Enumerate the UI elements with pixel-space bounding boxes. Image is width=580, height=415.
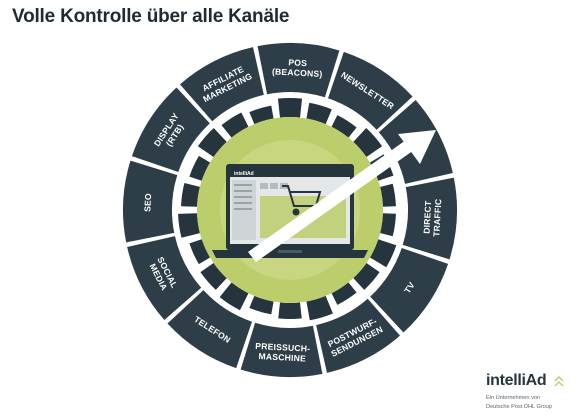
inner-ring-block	[219, 282, 249, 311]
brand-tagline-line2: Deutsche Post DHL Group	[486, 404, 553, 410]
inner-ring-block	[249, 105, 274, 125]
inner-ring-block	[178, 213, 200, 238]
channel-segment	[179, 47, 264, 122]
inner-ring-block	[380, 183, 396, 207]
inner-ring-block	[249, 295, 274, 315]
channel-segment	[370, 248, 449, 333]
laptop-base-notch	[278, 250, 302, 253]
inner-dark-ring	[178, 98, 397, 321]
inner-ring-block	[369, 239, 397, 268]
screen-tab	[270, 183, 278, 189]
channel-label: DIRECTTRAFFIC	[421, 198, 443, 237]
laptop: intelliAd	[212, 164, 368, 258]
screen-line	[234, 190, 252, 192]
brand-block: intelliAd Ein Unternehmen von Deutsche P…	[486, 372, 578, 411]
inner-ring-block	[306, 295, 333, 321]
inner-ring-block	[277, 98, 303, 118]
page-title: Volle Kontrolle über alle Kanäle	[12, 6, 290, 27]
channel-segment	[131, 87, 210, 172]
inner-ring-block	[189, 155, 211, 181]
channel-segment	[316, 298, 401, 373]
screen-tab	[260, 183, 268, 189]
channel-label: POS(BEACONS)	[272, 56, 323, 79]
inner-ring-block	[181, 182, 200, 207]
inner-ring-block	[380, 213, 396, 237]
inner-ring-block	[306, 102, 332, 125]
channel-segment	[240, 322, 323, 377]
inner-ring-block	[353, 127, 383, 158]
wheel-segments	[121, 41, 459, 379]
inner-ring-block	[331, 282, 357, 305]
growth-arrow-icon	[248, 130, 436, 262]
inner-ring-block	[189, 239, 211, 265]
brand-logo: intelliAd	[486, 372, 547, 389]
channel-segment	[127, 236, 202, 321]
inner-ring-block	[200, 262, 227, 290]
screen-line	[234, 196, 252, 198]
laptop-screen-header	[230, 168, 350, 177]
channel-segment	[257, 42, 340, 98]
channel-segment	[167, 290, 252, 369]
inner-ring-block	[353, 262, 380, 290]
channel-label: SEO	[142, 193, 153, 212]
channel-label: PREISSUCH-MASCHINE	[255, 341, 311, 364]
intelliad-logo-mark-icon	[553, 374, 565, 393]
screen-line	[234, 208, 252, 210]
screen-line	[234, 202, 252, 204]
brand-tagline-line1: Ein Unternehmen von	[486, 395, 541, 401]
channel-segment	[402, 177, 458, 260]
inner-ring-block	[331, 115, 357, 138]
screen-line	[234, 184, 252, 186]
inner-ring-block	[278, 302, 302, 319]
channel-segment	[122, 160, 178, 243]
inner-ring-block	[221, 112, 249, 138]
channel-segment	[328, 51, 413, 130]
inner-ring-block	[197, 127, 227, 158]
laptop-screen-title: intelliAd	[234, 171, 254, 177]
